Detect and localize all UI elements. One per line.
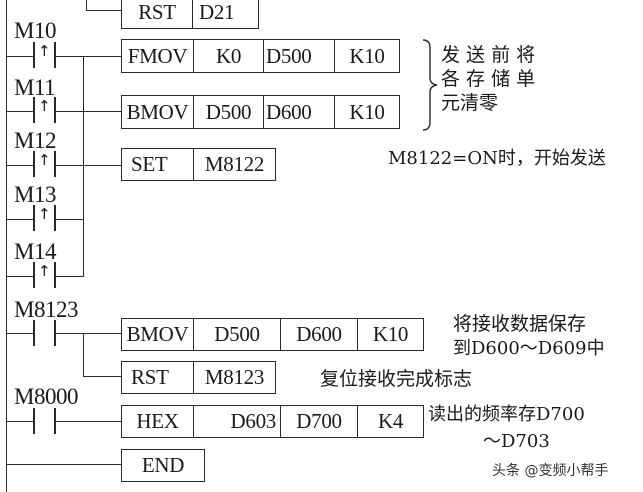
op: END: [141, 453, 185, 477]
note-clear-line3: 元清零: [441, 92, 499, 114]
instruction-end: END: [121, 449, 205, 482]
branch-bus: [83, 333, 85, 377]
operand: D700: [280, 406, 357, 437]
rising-edge-contact-m12: ↑: [33, 151, 56, 177]
rising-edge-contact-m14: ↑: [33, 262, 56, 288]
contact-label-m14: M14: [14, 239, 56, 264]
operand: D600: [280, 319, 357, 350]
operand: D21: [192, 0, 258, 28]
wire: [55, 276, 84, 278]
wire: [83, 376, 122, 378]
instruction-set: SET M8122: [121, 148, 276, 181]
wire: [6, 333, 34, 335]
wire: [86, 10, 122, 12]
up-arrow-icon: ↑: [38, 97, 51, 115]
op: BMOV: [126, 99, 189, 124]
watermark: 头条 @变频小帮手: [492, 463, 609, 479]
op: BMOV: [126, 322, 189, 346]
instruction-rst-m8123: RST M8123: [121, 361, 276, 394]
contact-label-m11: M11: [14, 75, 56, 100]
op: SET: [131, 152, 168, 176]
rising-edge-contact-m13: ↑: [33, 205, 56, 231]
wire: [6, 421, 34, 423]
note-clear-line2: 各 存 储 单: [441, 68, 536, 90]
branch-bus: [83, 56, 85, 277]
no-contact-m8123: [33, 320, 56, 346]
note-reset-flag: 复位接收完成标志: [320, 368, 473, 390]
operand: K10: [334, 40, 399, 72]
instruction-hex: HEX D603 D700 K4: [121, 405, 424, 438]
operand: D600: [263, 96, 334, 128]
up-arrow-icon: ↑: [38, 205, 51, 223]
wire: [86, 0, 88, 11]
operand: M8123: [193, 362, 275, 393]
wire: [55, 165, 122, 167]
note-save-line2: 到D600～D609中: [453, 338, 605, 359]
instruction-bmov-clear: BMOV D500 D600 K10: [121, 95, 400, 129]
up-arrow-icon: ↑: [38, 42, 51, 60]
operand: D500: [193, 96, 263, 128]
operand: K10: [357, 319, 423, 350]
note-read-line1: 读出的频率存D700: [428, 404, 585, 425]
wire: [6, 165, 34, 167]
wire: [55, 421, 122, 423]
rising-edge-contact-m11: ↑: [33, 97, 56, 123]
wire: [6, 111, 34, 113]
rising-edge-contact-m10: ↑: [33, 42, 56, 68]
wire: [55, 56, 122, 58]
operand: D500: [193, 319, 280, 350]
wire: [6, 219, 34, 221]
contact-label-m12: M12: [14, 128, 56, 153]
up-arrow-icon: ↑: [38, 262, 51, 280]
wire: [55, 219, 84, 221]
note-save-line1: 将接收数据保存: [453, 313, 587, 335]
contact-label-m13: M13: [14, 182, 56, 207]
operand: D500: [263, 40, 334, 72]
wire: [6, 464, 122, 466]
up-arrow-icon: ↑: [38, 151, 51, 169]
op: RST: [138, 0, 176, 24]
op: RST: [131, 365, 169, 389]
op: HEX: [136, 409, 179, 433]
wire: [6, 276, 34, 278]
operand: K10: [334, 96, 399, 128]
note-clear-line1: 发 送 前 将: [441, 44, 536, 66]
instruction-bmov-save: BMOV D500 D600 K10: [121, 318, 424, 351]
operand: K4: [357, 406, 423, 437]
wire: [55, 111, 122, 113]
left-power-rail: [6, 0, 8, 492]
wire: [55, 333, 122, 335]
operand: M8122: [193, 149, 275, 180]
op: FMOV: [127, 43, 188, 68]
operand: D603: [193, 406, 280, 437]
operand: K0: [193, 40, 263, 72]
contact-label-m8123: M8123: [14, 297, 78, 322]
contact-label-m8000: M8000: [14, 384, 78, 409]
note-start-send: M8122=ON时，开始发送: [388, 148, 606, 169]
curly-brace-icon: [422, 39, 438, 131]
instruction-fmov: FMOV K0 D500 K10: [121, 39, 400, 73]
note-read-line2: ～D703: [483, 431, 550, 452]
contact-label-m10: M10: [14, 18, 56, 43]
wire: [6, 56, 34, 58]
no-contact-m8000: [33, 408, 56, 434]
instruction-rst-d21: RST D21: [121, 0, 259, 29]
